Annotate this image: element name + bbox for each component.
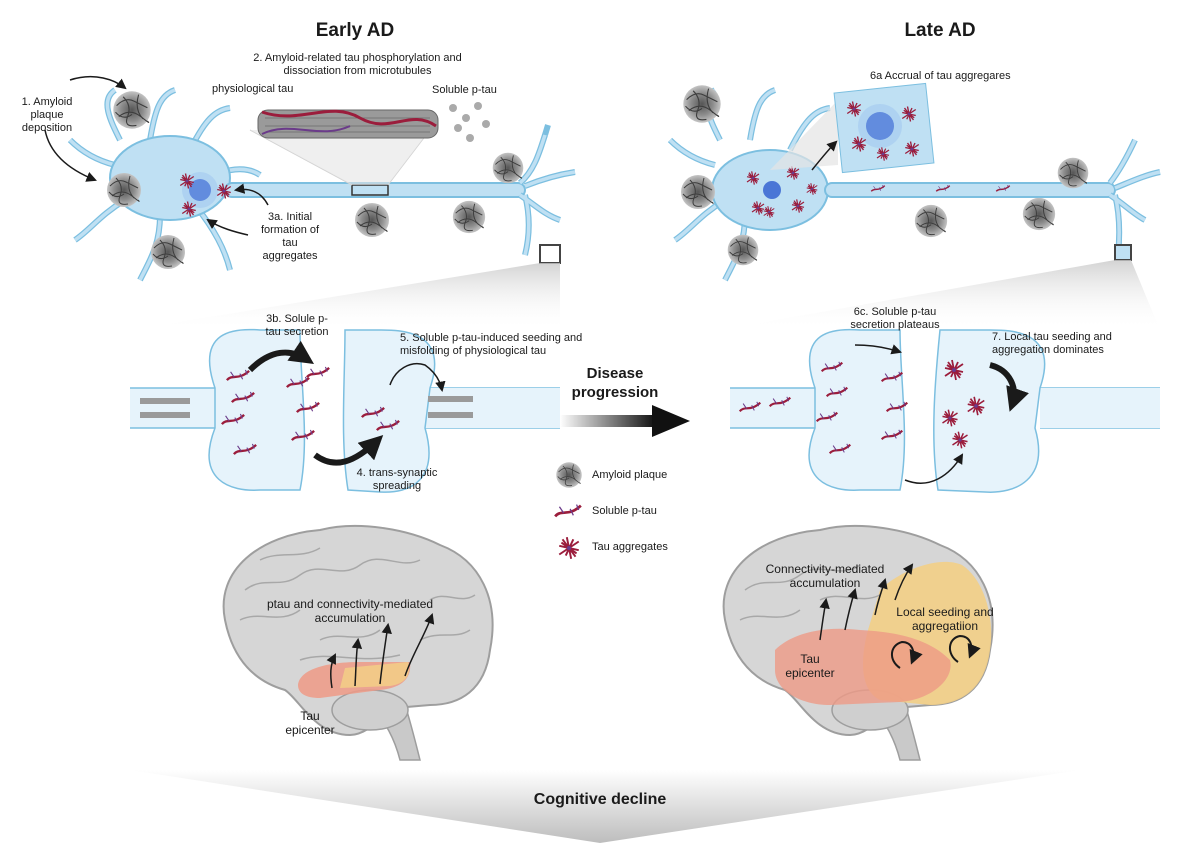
amyloid-plaque-icon [354,202,390,238]
arrow-step3a-b [206,218,249,236]
arrow-step3a [233,183,269,206]
label-step1: 1. Amyloid plaque deposition [21,96,73,134]
label-late-accumulation: Connectivity-mediated accumulation [765,562,885,590]
legend-amyloid-plaque-icon [555,461,583,489]
zoom-cone-late [720,260,1160,330]
aggregate-zoom [770,82,935,174]
early-synapse [130,328,560,493]
early-brain [222,525,494,761]
cognitive-decline-funnel [130,770,1080,843]
arrow-step1 [69,76,127,90]
label-step6a: 6a Accrual of tau aggregares [870,70,1011,82]
amyloid-plaque-icon [1057,157,1089,189]
legend-soluble-ptau-label: Soluble p-tau [592,505,657,517]
legend-amyloid-plaque-label: Amyloid plaque [592,469,668,481]
label-soluble-ptau: Soluble p-tau [432,84,497,96]
arrow-step6a [811,140,838,171]
label-late-epicenter: Tau epicenter [785,652,835,680]
early-neuron [67,87,576,282]
amyloid-plaque-icon [682,84,722,124]
legend-tau-aggregates-label: Tau aggregates [592,541,668,553]
disease-progression-arrow [560,405,690,437]
label-early-epicenter: Tau epicenter [285,709,335,737]
label-step3a: 3a. Initial formation of tau aggregates [260,211,320,262]
amyloid-plaque-icon [112,90,152,130]
amyloid-plaque-icon [914,204,948,238]
label-step3b: 3b. Solule p-tau secretion [265,313,329,338]
label-step7: 7. Local tau seeding and aggregation dom… [992,331,1112,356]
label-step6c: 6c. Soluble p-tau secretion plateaus [850,306,940,331]
legend-soluble-ptau-icon [553,503,583,518]
amyloid-plaque-icon [492,152,524,184]
arrow-step1b [44,129,97,182]
microtubule-zoom [249,102,490,186]
amyloid-plaque-icon [106,172,142,208]
amyloid-plaque-icon [727,234,759,266]
amyloid-plaque-icon [680,174,716,210]
legend-tau-aggregates-icon [558,536,580,560]
label-physiological-tau: physiological tau [212,83,294,95]
late-ad-title: Late AD [904,20,976,41]
label-step2: 2. Amyloid-related tau phosphorylation a… [253,52,462,77]
amyloid-plaque-icon [452,200,486,234]
label-early-accumulation: ptau and connectivity-mediated accumulat… [266,597,434,625]
late-brain [722,525,994,761]
disease-progression-label: Disease progression [571,365,659,401]
cognitive-decline-label: Cognitive decline [533,791,667,808]
amyloid-plaque-icon [1022,197,1056,231]
label-late-local: Local seeding and aggregatiion [896,605,994,633]
label-step4: 4. trans-synaptic spreading [356,467,438,492]
label-step5: 5. Soluble p-tau-induced seeding and mis… [400,332,583,357]
zoom-cone-early [130,263,560,330]
late-synapse [730,328,1160,493]
early-ad-title: Early AD [315,20,395,41]
amyloid-plaque-icon [150,234,186,270]
